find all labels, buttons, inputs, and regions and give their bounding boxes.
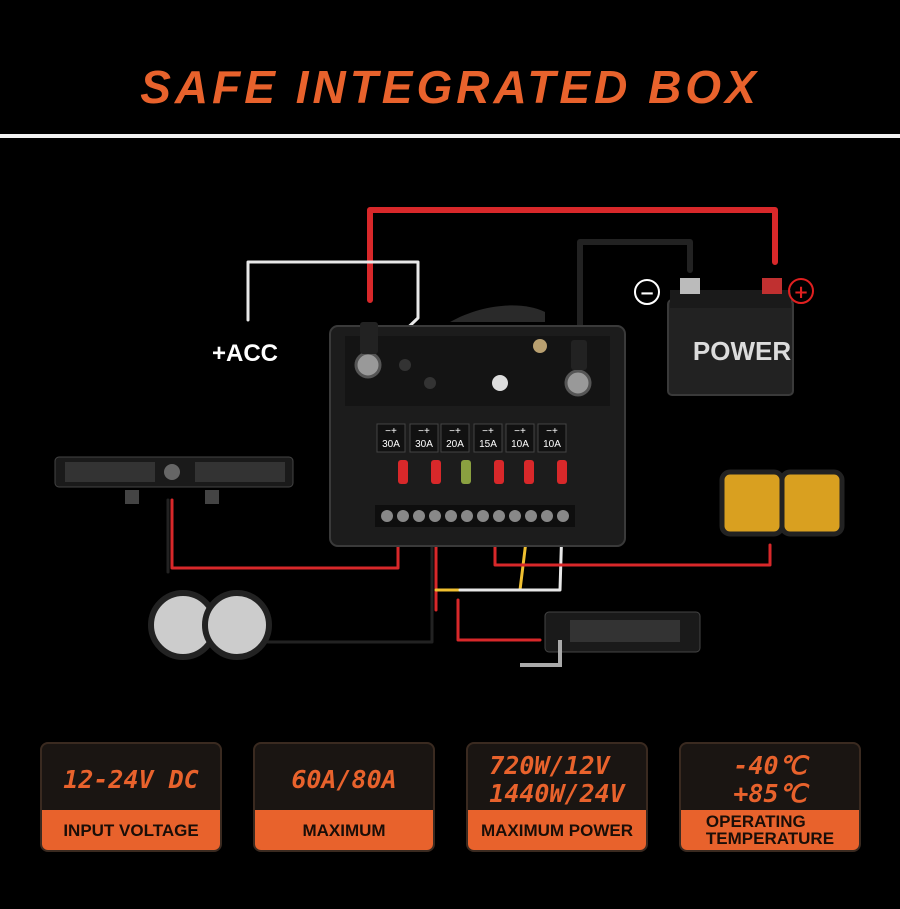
- fuse-4-rating: 15A: [479, 439, 497, 450]
- battery-negative-wire: [577, 239, 693, 333]
- fuse-1: −+ 30A: [376, 423, 406, 453]
- fuse-4: −+ 15A: [473, 423, 503, 453]
- fuse-6-polarity: −+: [546, 426, 558, 437]
- fuse-3: −+ 20A: [440, 423, 470, 453]
- spec-maximum: 60A/80A MAXIMUM: [253, 742, 435, 852]
- spec-operating-temperature: -40℃ +85℃ OPERATING TEMPERATURE: [679, 742, 861, 852]
- wiring-diagram: −+ 30A −+ 30A −+ 20A −+ 15A −+ 10A −+ 10…: [54, 207, 845, 667]
- fuse-5-rating: 10A: [511, 439, 529, 450]
- fuse-2-rating: 30A: [415, 439, 433, 450]
- spec-label: MAXIMUM POWER: [468, 810, 646, 850]
- spec-label: INPUT VOLTAGE: [42, 810, 220, 850]
- mini-light-bar: [520, 611, 701, 667]
- fuse-3-rating: 20A: [446, 439, 464, 450]
- fuse-2: −+ 30A: [409, 423, 439, 453]
- spec-input-voltage: 12-24V DC INPUT VOLTAGE: [40, 742, 222, 852]
- car-battery: POWER: [667, 278, 794, 396]
- spec-maximum-power: 720W/12V 1440W/24V MAXIMUM POWER: [466, 742, 648, 852]
- fuse-4-polarity: −+: [482, 426, 494, 437]
- led-light-bar: [54, 456, 294, 504]
- fuse-5: −+ 10A: [505, 423, 535, 453]
- battery-label: POWER: [693, 336, 791, 366]
- fuse-2-polarity: −+: [418, 426, 430, 437]
- title-divider: [0, 134, 900, 138]
- page-title: SAFE INTEGRATED BOX: [140, 61, 760, 113]
- fuse-row: −+ 30A −+ 30A −+ 20A −+ 15A −+ 10A −+ 10…: [376, 423, 567, 484]
- round-lights-wire: [266, 523, 434, 644]
- watermark-logo: [680, 856, 890, 906]
- acc-label: +ACC: [212, 340, 279, 367]
- fuse-6-rating: 10A: [543, 439, 561, 450]
- minus-icon: −: [634, 279, 660, 305]
- spec-value: 720W/12V 1440W/24V: [489, 751, 625, 808]
- fuse-3-polarity: −+: [449, 426, 461, 437]
- spec-value: -40℃ +85℃: [733, 751, 807, 808]
- plus-symbol: +: [793, 282, 808, 303]
- pod-lights: [719, 469, 845, 537]
- fuse-1-rating: 30A: [382, 439, 400, 450]
- spec-label: MAXIMUM: [255, 810, 433, 850]
- fuse-1-polarity: −+: [385, 426, 397, 437]
- fuse-5-polarity: −+: [514, 426, 526, 437]
- fuse-6: −+ 10A: [537, 423, 567, 453]
- mini-bar-wire-2: [456, 598, 542, 642]
- terminal-strip: [375, 505, 575, 527]
- spec-label: OPERATING TEMPERATURE: [681, 810, 859, 850]
- battery-positive-wire: [367, 207, 778, 303]
- plus-icon: +: [788, 278, 814, 304]
- spec-value: 12-24V DC: [63, 765, 199, 794]
- minus-symbol: −: [639, 283, 654, 304]
- spec-value: 60A/80A: [291, 765, 397, 794]
- round-lights: [148, 590, 272, 660]
